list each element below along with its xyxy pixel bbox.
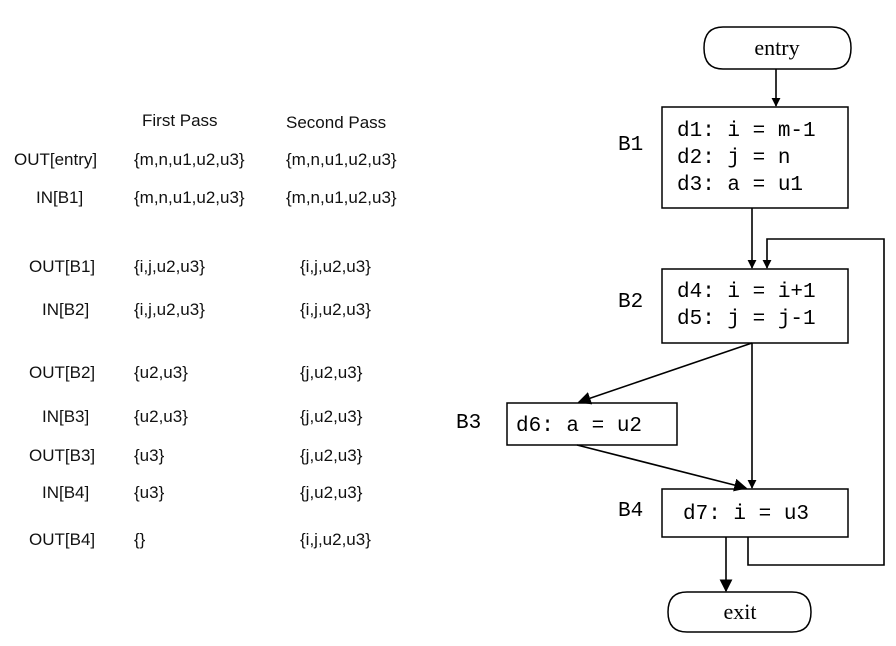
block-b2: B2 d4: i = i+1 d5: j = j-1 bbox=[618, 268, 849, 344]
edge-b4-b2-loop bbox=[747, 238, 885, 566]
row-label: OUT[entry] bbox=[14, 150, 98, 169]
block-name: B4 bbox=[618, 500, 643, 523]
row-label: OUT[B3] bbox=[29, 446, 96, 465]
row-first-pass-value: {u2,u3} bbox=[134, 407, 188, 426]
row-first-pass-value: {i,j,u2,u3} bbox=[134, 257, 205, 276]
row-second-pass-value: {j,u2,u3} bbox=[300, 446, 363, 465]
row-second-pass-value: {j,u2,u3} bbox=[300, 363, 363, 382]
entry-node: entry bbox=[703, 26, 852, 70]
row-second-pass-value: {j,u2,u3} bbox=[300, 407, 363, 426]
edge-b3-b4 bbox=[576, 444, 748, 492]
block-statement: d7: i = u3 bbox=[683, 503, 809, 526]
block-b4: B4 d7: i = u3 bbox=[618, 488, 849, 538]
row-label: IN[B4] bbox=[42, 483, 90, 502]
row-label: IN[B3] bbox=[42, 407, 90, 426]
block-name: B2 bbox=[618, 291, 643, 314]
row-second-pass-value: {i,j,u2,u3} bbox=[300, 530, 371, 549]
block-statement: d6: a = u2 bbox=[516, 415, 642, 438]
row-label: IN[B2] bbox=[42, 300, 90, 319]
block-statement: d3: a = u1 bbox=[677, 174, 803, 197]
row-first-pass-value: {} bbox=[134, 530, 146, 549]
row-label: OUT[B4] bbox=[29, 530, 96, 549]
row-first-pass-value: {u2,u3} bbox=[134, 363, 188, 382]
block-b1: B1 d1: i = m-1 d2: j = n d3: a = u1 bbox=[618, 106, 849, 209]
row-label: IN[B1] bbox=[36, 188, 84, 207]
block-statement: d1: i = m-1 bbox=[677, 120, 816, 143]
header-first-pass: First Pass bbox=[142, 111, 218, 130]
row-second-pass-value: {m,n,u1,u2,u3} bbox=[286, 150, 397, 169]
block-statement: d2: j = n bbox=[677, 147, 790, 170]
header-second-pass: Second Pass bbox=[286, 113, 387, 132]
entry-label: entry bbox=[754, 35, 799, 60]
row-first-pass-value: {m,n,u1,u2,u3} bbox=[134, 188, 245, 207]
row-label: OUT[B2] bbox=[29, 363, 96, 382]
block-statement: d5: j = j-1 bbox=[677, 308, 816, 331]
exit-node: exit bbox=[667, 591, 812, 633]
block-name: B1 bbox=[618, 134, 643, 157]
row-second-pass-value: {i,j,u2,u3} bbox=[300, 300, 371, 319]
row-first-pass-value: {u3} bbox=[134, 446, 165, 465]
block-name: B3 bbox=[456, 412, 481, 435]
row-label: OUT[B1] bbox=[29, 257, 96, 276]
row-first-pass-value: {i,j,u2,u3} bbox=[134, 300, 205, 319]
row-second-pass-value: {m,n,u1,u2,u3} bbox=[286, 188, 397, 207]
row-first-pass-value: {m,n,u1,u2,u3} bbox=[134, 150, 245, 169]
edge-b2-b3 bbox=[577, 342, 753, 405]
block-b3: B3 d6: a = u2 bbox=[456, 402, 678, 446]
block-statement: d4: i = i+1 bbox=[677, 281, 816, 304]
exit-label: exit bbox=[724, 599, 757, 624]
row-second-pass-value: {i,j,u2,u3} bbox=[300, 257, 371, 276]
row-first-pass-value: {u3} bbox=[134, 483, 165, 502]
row-second-pass-value: {j,u2,u3} bbox=[300, 483, 363, 502]
